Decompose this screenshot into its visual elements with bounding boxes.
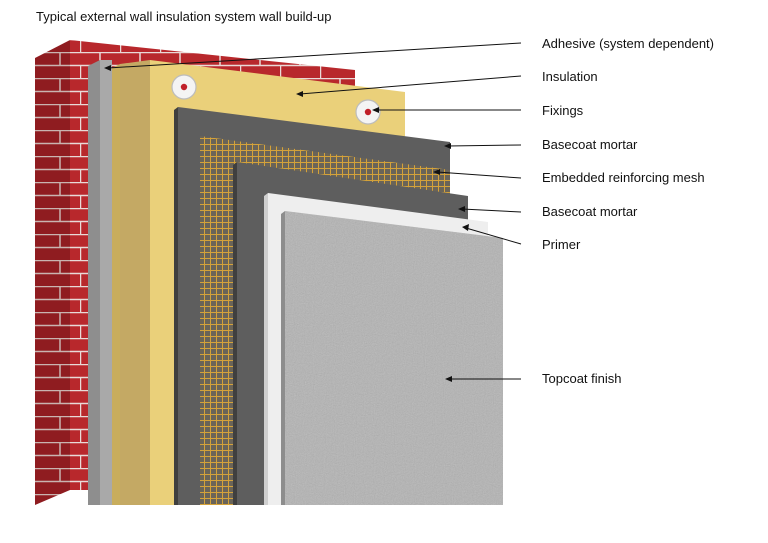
leader-lines — [107, 42, 522, 380]
fixing-icon — [171, 74, 197, 100]
leader-line-adhesive — [107, 42, 522, 69]
leader-line-primer — [465, 227, 522, 245]
label-adhesive: Adhesive (system dependent) — [542, 36, 714, 51]
leader-line-insulation — [299, 75, 522, 95]
leader-line-mesh — [436, 171, 522, 179]
arrowhead — [445, 376, 452, 382]
fixing-icon — [355, 99, 381, 125]
topcoat-finish — [281, 211, 503, 505]
arrowhead — [296, 91, 303, 97]
label-reinforcing-mesh: Embedded reinforcing mesh — [542, 170, 705, 185]
label-primer: Primer — [542, 237, 581, 252]
arrowhead — [458, 206, 465, 212]
leader-line-basecoat-2 — [461, 208, 522, 213]
leader-arrowheads — [104, 65, 469, 382]
adhesive-layer — [88, 60, 100, 505]
arrowhead — [372, 107, 379, 113]
label-basecoat-mortar-2: Basecoat mortar — [542, 204, 638, 219]
diagram-title: Typical external wall insulation system … — [36, 9, 332, 24]
arrowhead — [444, 143, 451, 149]
leader-line-basecoat-1 — [447, 144, 522, 147]
adhesive-face — [100, 60, 112, 505]
label-topcoat-finish: Topcoat finish — [542, 371, 622, 386]
label-insulation: Insulation — [542, 69, 598, 84]
label-fixings: Fixings — [542, 103, 584, 118]
arrowhead — [433, 169, 440, 175]
arrowhead — [104, 65, 111, 71]
label-basecoat-mortar-1: Basecoat mortar — [542, 137, 638, 152]
arrowhead — [462, 224, 469, 231]
